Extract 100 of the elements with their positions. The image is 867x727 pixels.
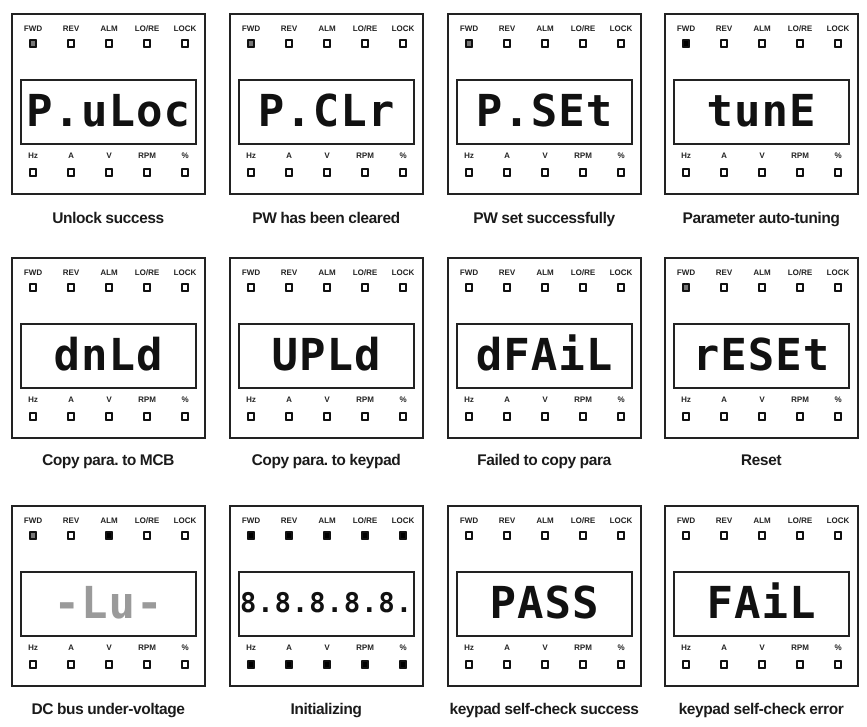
indicator-label: REV bbox=[280, 268, 298, 277]
keypad-display-panel bbox=[664, 257, 859, 439]
indicator-label: V bbox=[323, 643, 331, 652]
indicator-label: RPM bbox=[137, 395, 157, 404]
indicator-label: ALM bbox=[317, 24, 337, 33]
indicator-label: % bbox=[398, 151, 408, 160]
indicator-label: A bbox=[720, 643, 728, 652]
indicator-label: A bbox=[67, 151, 75, 160]
indicator-label: ALM bbox=[535, 24, 555, 33]
indicator-label: LO/RE bbox=[570, 24, 596, 33]
indicator-label: LO/RE bbox=[570, 268, 596, 277]
indicator-label: Hz bbox=[27, 151, 39, 160]
indicator-label: LO/RE bbox=[352, 516, 378, 525]
indicator-label: A bbox=[285, 395, 293, 404]
indicator-label: REV bbox=[714, 24, 734, 33]
indicator-label: Hz bbox=[27, 395, 39, 404]
indicator-label: LO/RE bbox=[570, 516, 596, 525]
indicator-label: A bbox=[67, 643, 75, 652]
indicator-label: RPM bbox=[355, 151, 375, 160]
indicator-label: REV bbox=[498, 268, 516, 277]
indicator-label: % bbox=[616, 151, 626, 160]
indicator-label: V bbox=[758, 395, 766, 404]
indicator-label: V bbox=[541, 395, 549, 404]
indicator-label: LOCK bbox=[826, 516, 850, 525]
indicator-label: REV bbox=[280, 24, 298, 33]
indicator-label: % bbox=[833, 643, 843, 652]
indicator-label: % bbox=[616, 395, 626, 404]
node-label: Unlock success bbox=[51, 210, 165, 228]
indicator-label: RPM bbox=[790, 643, 810, 652]
indicator-label: FWD bbox=[458, 24, 480, 33]
indicator-label: V bbox=[323, 395, 331, 404]
node-label: Parameter auto-tuning bbox=[682, 210, 840, 228]
keypad-display-panel bbox=[11, 13, 206, 195]
keypad-display-panel bbox=[664, 13, 859, 195]
indicator-label: V bbox=[541, 643, 549, 652]
indicator-label: ALM bbox=[99, 268, 119, 277]
indicator-label: A bbox=[503, 395, 511, 404]
indicator-label: A bbox=[720, 151, 728, 160]
indicator-label: LO/RE bbox=[786, 24, 814, 33]
keypad-display-panel bbox=[447, 13, 642, 195]
indicator-label: V bbox=[758, 643, 766, 652]
indicator-label: A bbox=[503, 643, 511, 652]
display-readout: dFAiL bbox=[456, 323, 633, 389]
node-label: DC bus under-voltage bbox=[30, 701, 186, 719]
indicator-label: % bbox=[180, 151, 190, 160]
node-label: Initializing bbox=[290, 701, 362, 719]
indicator-label: RPM bbox=[355, 395, 375, 404]
indicator-label: REV bbox=[62, 24, 80, 33]
indicator-label: Hz bbox=[463, 395, 475, 404]
display-readout: UPLd bbox=[238, 323, 415, 389]
indicator-label: RPM bbox=[355, 643, 375, 652]
indicator-label: REV bbox=[498, 24, 516, 33]
indicator-label: LOCK bbox=[826, 24, 850, 33]
node-label: PW has been cleared bbox=[251, 210, 401, 228]
indicator-label: LO/RE bbox=[134, 268, 160, 277]
indicator-label: LO/RE bbox=[786, 516, 814, 525]
indicator-label: FWD bbox=[240, 24, 262, 33]
node-label: Copy para. to MCB bbox=[41, 452, 175, 470]
indicator-label: REV bbox=[498, 516, 516, 525]
indicator-label: LOCK bbox=[826, 268, 850, 277]
indicator-label: LOCK bbox=[390, 268, 416, 277]
indicator-label: Hz bbox=[680, 151, 692, 160]
node-label: PW set successfully bbox=[472, 210, 616, 228]
indicator-label: ALM bbox=[535, 268, 555, 277]
node-label: Failed to copy para bbox=[476, 452, 612, 470]
indicator-label: RPM bbox=[573, 395, 593, 404]
indicator-label: FWD bbox=[458, 516, 480, 525]
node-label: keypad self-check error bbox=[678, 701, 844, 719]
indicator-label: % bbox=[180, 395, 190, 404]
keypad-display-panel bbox=[229, 13, 424, 195]
indicator-label: A bbox=[503, 151, 511, 160]
keypad-display-panel bbox=[11, 257, 206, 439]
indicator-label: V bbox=[105, 151, 113, 160]
indicator-label: FWD bbox=[676, 24, 696, 33]
node-label: keypad self-check success bbox=[448, 701, 640, 719]
display-readout: dnLd bbox=[20, 323, 197, 389]
indicator-label: LOCK bbox=[608, 24, 634, 33]
indicator-label: FWD bbox=[676, 516, 696, 525]
indicator-label: LOCK bbox=[390, 516, 416, 525]
indicator-label: LO/RE bbox=[786, 268, 814, 277]
indicator-label: FWD bbox=[22, 24, 44, 33]
indicator-label: FWD bbox=[676, 268, 696, 277]
indicator-label: ALM bbox=[535, 516, 555, 525]
indicator-label: % bbox=[180, 643, 190, 652]
indicator-label: Hz bbox=[463, 151, 475, 160]
indicator-label: FWD bbox=[458, 268, 480, 277]
display-readout: PASS bbox=[456, 571, 633, 637]
indicator-label: A bbox=[67, 395, 75, 404]
indicator-label: Hz bbox=[27, 643, 39, 652]
indicator-label: FWD bbox=[240, 516, 262, 525]
indicator-label: V bbox=[105, 395, 113, 404]
indicator-label: % bbox=[398, 395, 408, 404]
display-readout: rESEt bbox=[673, 323, 850, 389]
display-readout: -Lu- bbox=[20, 571, 197, 637]
indicator-label: LO/RE bbox=[352, 268, 378, 277]
indicator-label: ALM bbox=[99, 516, 119, 525]
keypad-display-panel bbox=[229, 257, 424, 439]
indicator-label: REV bbox=[714, 268, 734, 277]
indicator-label: Hz bbox=[245, 643, 257, 652]
indicator-label: REV bbox=[280, 516, 298, 525]
